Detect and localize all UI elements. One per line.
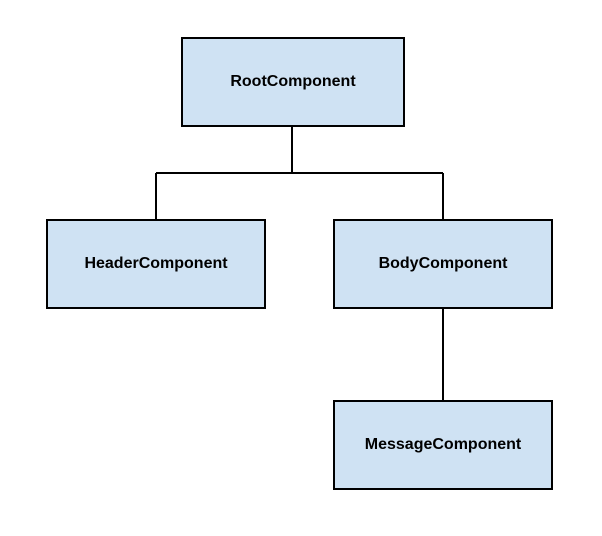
node-label: MessageComponent — [364, 436, 522, 453]
node-message-component: MessageComponent — [333, 400, 553, 490]
node-label: BodyComponent — [378, 255, 508, 272]
node-label: HeaderComponent — [84, 255, 228, 272]
node-body-component: BodyComponent — [333, 219, 553, 309]
node-root-component: RootComponent — [181, 37, 405, 127]
node-header-component: HeaderComponent — [46, 219, 266, 309]
node-label: RootComponent — [230, 73, 356, 90]
